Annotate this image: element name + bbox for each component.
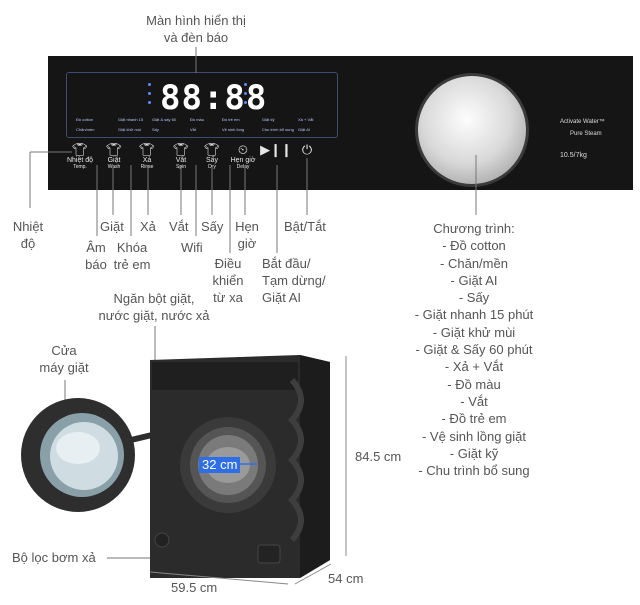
brand-pure-steam: Pure Steam [570, 131, 602, 137]
display-digits: 88:88 [160, 78, 268, 118]
rinse-button-sub: Rinse [140, 164, 154, 170]
wifi-label: Wifi [181, 240, 203, 255]
remote-label-line2: khiển [212, 273, 244, 288]
wash-label: Giặt [100, 219, 124, 234]
program-item: - Giặt khử mùi [432, 324, 516, 340]
panel-program-label: Đồ màu [190, 117, 205, 122]
temp-label-line1: Nhiệt [12, 219, 44, 234]
program-item: - Chăn/mền [440, 255, 508, 271]
wash-button-label[interactable]: Giặt [107, 157, 121, 164]
sound-label-line2: báo [85, 257, 107, 272]
program-list: Chương trình: - Đồ cotton - Chăn/mền - G… [404, 220, 544, 479]
delay-icon[interactable]: ⏲︎ [237, 142, 249, 157]
program-item: - Chu trình bổ sung [418, 463, 530, 479]
detergent-label-line2: nước giặt, nước xả [98, 308, 210, 323]
dry-label: Sấy [201, 219, 224, 234]
dry-icon[interactable]: 👕︎ [203, 142, 221, 157]
panel-program-label: Vắt [190, 127, 197, 132]
machine-door [21, 398, 153, 512]
child-lock-label-line1: Khóa [116, 240, 148, 255]
wash-icon[interactable]: 👕︎ [105, 142, 123, 157]
width-dimension: 59.5 cm [171, 580, 218, 595]
wash-button-sub: Wash [107, 164, 121, 170]
program-heading: Chương trình: [433, 221, 515, 236]
program-dial[interactable] [415, 73, 529, 187]
panel-program-label: Đồ cotton [76, 117, 94, 122]
program-item: - Sấy [458, 290, 490, 306]
program-item: - Giặt AI [450, 272, 498, 288]
control-panel [48, 56, 633, 190]
panel-program-label: Giặt nhanh 15 [118, 117, 144, 122]
sound-label-line1: Âm [86, 240, 106, 255]
dry-button-label[interactable]: Sấy [205, 157, 219, 164]
door-label-line1: Cửa [51, 343, 77, 358]
status-led [148, 101, 151, 104]
panel-program-label: Đồ trẻ em [222, 117, 240, 122]
shirt-icon[interactable]: 👕︎ [71, 142, 89, 157]
rinse-label: Xả [140, 219, 156, 234]
brand-activate-water: Activate Water™ [560, 119, 605, 125]
start-label-line3: Giặt AI [262, 290, 302, 305]
temp-label-line2: độ [20, 236, 36, 251]
spin-button-label[interactable]: Vắt [175, 157, 187, 164]
program-item: - Đồ trẻ em [441, 411, 507, 427]
program-item: - Giặt & Sấy 60 phút [415, 342, 533, 358]
status-led [244, 83, 247, 86]
start-label-line1: Bắt đầu/ [262, 256, 311, 271]
rinse-button-label[interactable]: Xả [142, 157, 152, 164]
delay-button-label[interactable]: Hẹn giờ [230, 157, 256, 164]
status-led [148, 83, 151, 86]
delay-label-line2: giờ [237, 236, 257, 251]
panel-program-label: Giặt khử mùi [118, 127, 141, 132]
panel-program-label: Vệ sinh lồng [222, 127, 245, 132]
leader-lines [29, 47, 477, 559]
display-label-line1: Màn hình hiển thị [146, 13, 246, 28]
status-led [244, 92, 247, 95]
program-item: - Đồ cotton [442, 238, 506, 254]
panel-program-label: Giặt kỹ [262, 117, 275, 122]
power-icon[interactable]: ⏻ [301, 142, 313, 157]
program-item: - Xả + Vắt [444, 359, 504, 375]
filter-label: Bộ lọc bơm xả [12, 550, 96, 565]
delay-label-line1: Hẹn [235, 219, 259, 234]
program-item: - Vệ sinh lồng giặt [421, 428, 527, 444]
status-led [148, 92, 151, 95]
height-dimension: 84.5 cm [355, 449, 402, 464]
display-frame [66, 72, 338, 138]
program-item: - Giặt kỹ [449, 445, 499, 461]
start-label-line2: Tạm dừng/ [262, 273, 326, 288]
capacity-text: 10.5/7kg [560, 152, 587, 159]
temp-button-label[interactable]: Nhiệt độ [66, 157, 94, 164]
rinse-icon[interactable]: 👕︎ [138, 142, 156, 157]
panel-program-label: Giặt & sấy 60 [152, 117, 177, 122]
dimension-lines [149, 356, 347, 585]
spin-icon[interactable]: 👕︎ [172, 142, 190, 157]
spin-label: Vắt [169, 219, 189, 234]
drum-diameter: 32 cm [199, 457, 241, 473]
detergent-label-line1: Ngăn bột giặt, [113, 291, 195, 306]
play-pause-icon[interactable]: ▶❙❙ [260, 142, 292, 157]
panel-program-label: Chu trình bổ sung [262, 127, 294, 132]
child-lock-label-line2: trẻ em [113, 257, 151, 272]
display-label-line2: và đèn báo [163, 30, 229, 45]
panel-program-label: Giặt AI [298, 127, 311, 132]
temp-button-sub: Temp. [73, 164, 87, 170]
delay-button-sub: Delay [236, 164, 250, 170]
door-label-line2: máy giặt [39, 360, 89, 375]
program-item: - Đồ màu [447, 376, 501, 392]
remote-label-line3: từ xa [213, 290, 243, 305]
remote-label-line1: Điều [214, 256, 242, 271]
panel-program-label: Xả + Vắt [298, 117, 314, 122]
program-item: - Giặt nhanh 15 phút [414, 307, 534, 323]
power-label: Bật/Tắt [284, 219, 326, 234]
status-led [244, 101, 247, 104]
panel-program-label: Chăn/mền [76, 127, 95, 132]
depth-dimension: 54 cm [328, 571, 364, 586]
panel-program-label: Sấy [152, 127, 159, 132]
program-item: - Vắt [460, 393, 488, 409]
